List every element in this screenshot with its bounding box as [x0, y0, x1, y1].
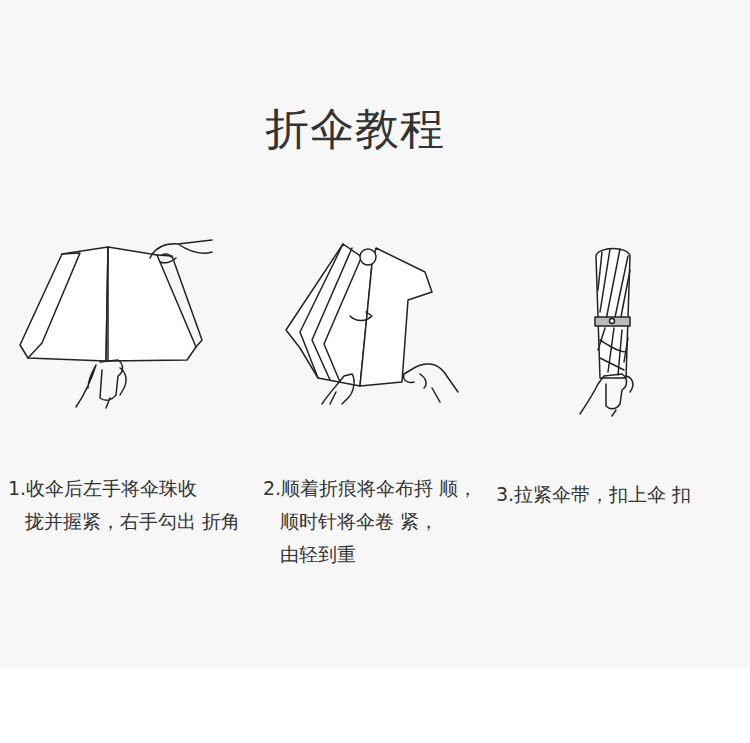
canopy-step1	[20, 240, 212, 408]
umbrella-step3	[580, 249, 633, 417]
canopy-step2	[286, 244, 458, 404]
step-caption: 1.收伞后左手将伞珠收 拢并握紧，右手勾出 折角	[8, 472, 257, 538]
page-title: 折伞教程	[265, 100, 445, 159]
step-caption: 3.拉紧伞带，扣上伞 扣	[496, 478, 745, 511]
step-caption: 2.顺着折痕将伞布捋 顺，顺时针将伞卷 紧，由轻到重	[263, 472, 495, 571]
